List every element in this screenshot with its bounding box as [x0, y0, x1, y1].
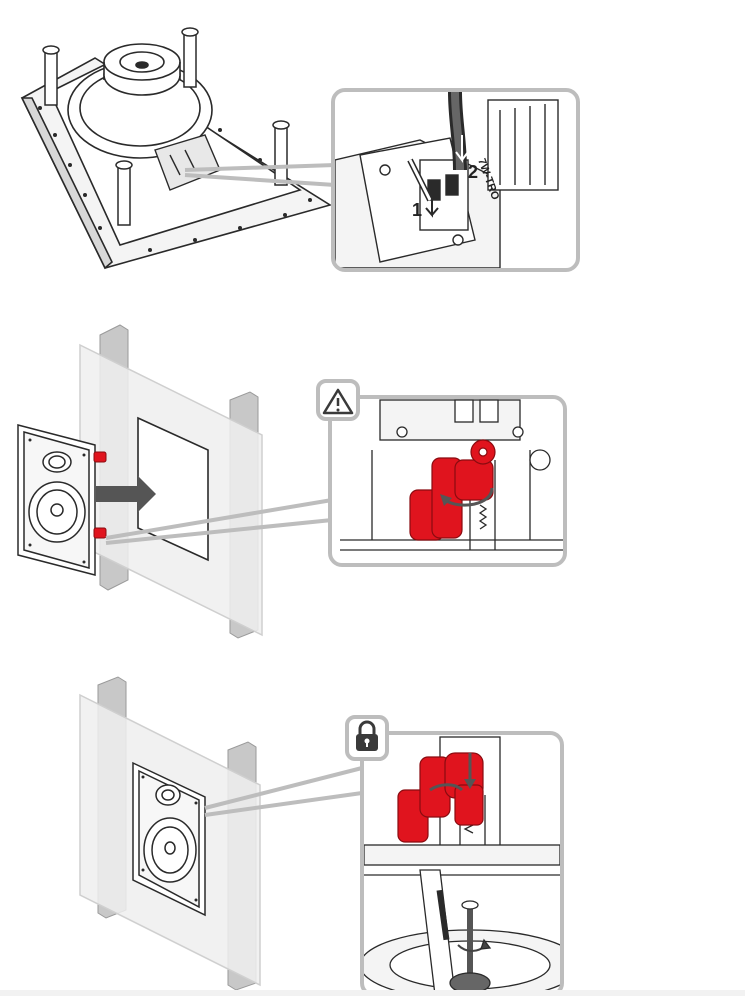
- step-1-illustration: 1 2 7W-TRO: [20, 27, 580, 272]
- wiring-detail-callout: 1 2 7W-TRO: [331, 88, 580, 272]
- insert-arrow: [96, 476, 156, 512]
- red-mounting-dogs: [93, 451, 107, 539]
- step-2-illustration: [17, 324, 567, 639]
- terminal-step-label-2: 2: [468, 162, 478, 182]
- screw-tighten-callout: [345, 715, 564, 996]
- in-wall-speaker: [17, 424, 96, 576]
- rotation-arrow: [429, 783, 464, 792]
- padlock-icon: [345, 715, 389, 761]
- rotation-arrow: [444, 487, 494, 507]
- step-1-wiring: 1 2 7W-TRO: [0, 0, 745, 290]
- callout-leader-lines: [204, 766, 363, 817]
- warning-triangle-icon: [316, 379, 360, 421]
- terminal-step-label-1: 1: [412, 200, 422, 220]
- step-3-illustration: [79, 676, 564, 996]
- red-rotating-dog: [409, 439, 496, 541]
- mounted-speaker: [132, 761, 206, 917]
- woofer-cone: [67, 43, 213, 159]
- step-3-tighten: [0, 665, 745, 996]
- callout-leader-lines: [105, 498, 333, 545]
- page-bottom-strip: [0, 990, 745, 996]
- step-2-insert: [0, 300, 745, 660]
- dog-rotation-callout: [316, 379, 567, 567]
- callout-leader-lines: [184, 163, 336, 187]
- mounting-posts: [42, 27, 290, 226]
